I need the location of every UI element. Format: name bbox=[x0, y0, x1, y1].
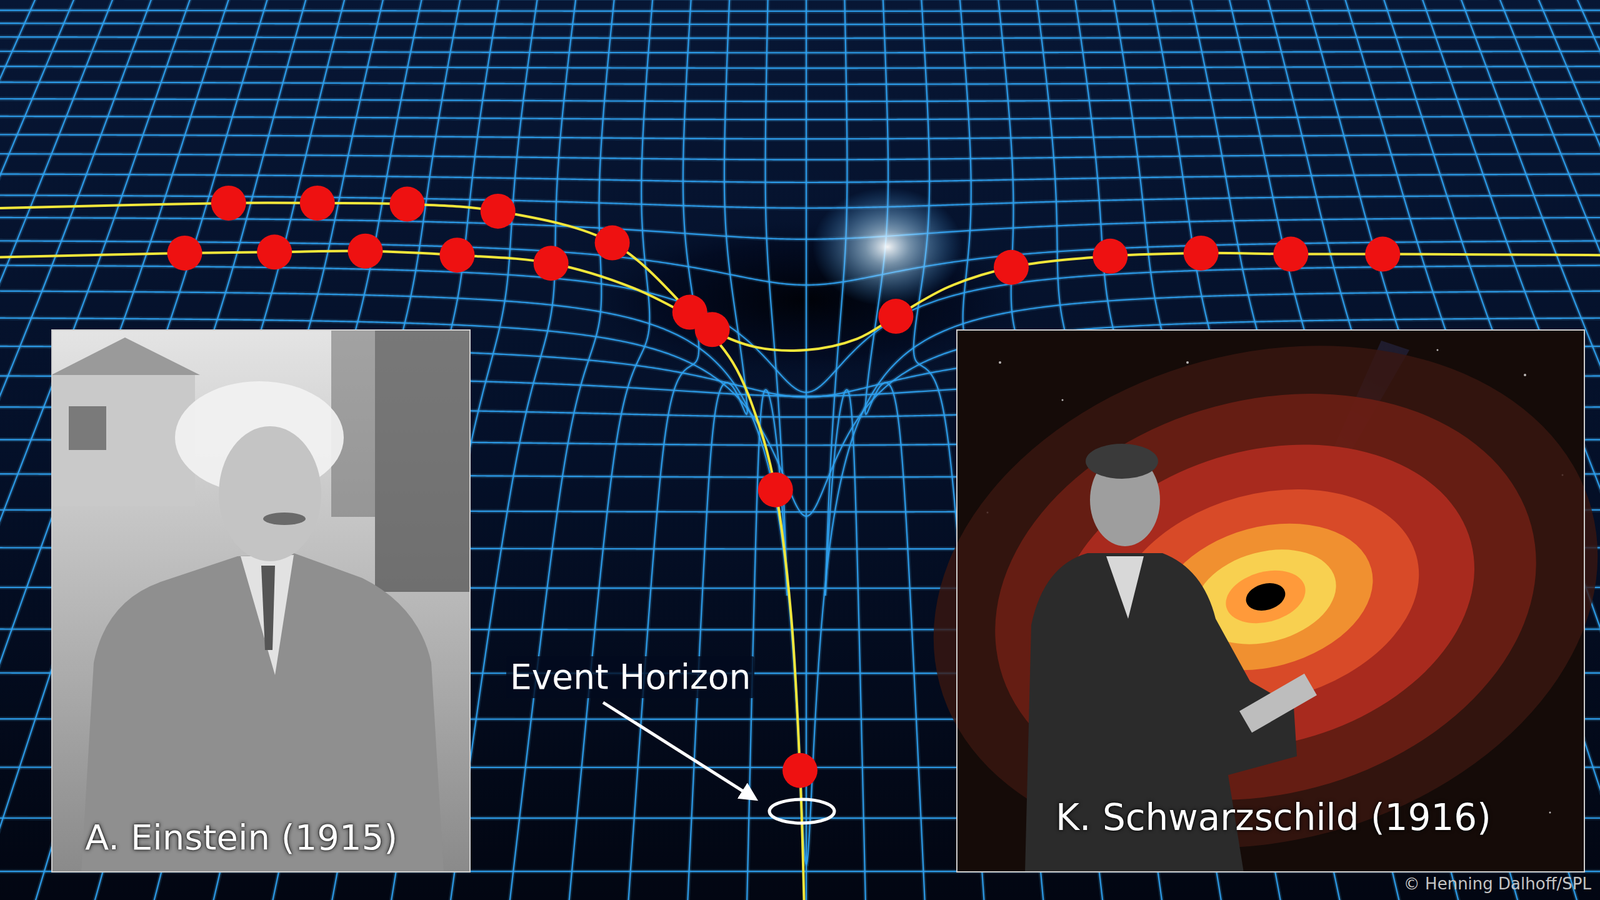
particle-dot bbox=[758, 472, 794, 508]
particle-dot bbox=[256, 234, 292, 270]
grid-line bbox=[0, 51, 1600, 53]
shirt bbox=[1106, 556, 1144, 619]
grid-line bbox=[865, 0, 927, 900]
grid-line bbox=[0, 66, 1600, 69]
grid-glow bbox=[865, 0, 927, 900]
particle-dot bbox=[347, 233, 383, 269]
grid-line bbox=[0, 240, 1600, 285]
grid-line bbox=[0, 98, 1600, 102]
grid-glow bbox=[0, 134, 1600, 139]
grid-line bbox=[0, 23, 1600, 25]
particle-dot bbox=[167, 235, 203, 271]
grid-line bbox=[0, 134, 1600, 139]
particle-dot bbox=[1365, 236, 1400, 272]
leader-arrow bbox=[603, 702, 755, 799]
grid-line bbox=[685, 0, 748, 900]
particle-dot bbox=[300, 185, 335, 221]
face bbox=[218, 426, 322, 562]
grid-line bbox=[0, 81, 1600, 84]
grid-glow bbox=[0, 66, 1600, 69]
grid-line bbox=[0, 10, 1600, 12]
shirt bbox=[240, 555, 294, 675]
particle-dot bbox=[480, 193, 516, 229]
particle-dot bbox=[211, 185, 247, 221]
grid-line bbox=[0, 0, 38, 900]
mass-glow bbox=[812, 187, 963, 307]
house bbox=[51, 375, 195, 507]
particle-dot bbox=[1183, 235, 1219, 271]
grid-glow bbox=[0, 98, 1600, 102]
particle-dot bbox=[389, 186, 425, 222]
particle-dot bbox=[595, 225, 630, 261]
particle-dot bbox=[533, 245, 569, 281]
grid-glow bbox=[0, 23, 1600, 25]
grid-glow bbox=[0, 10, 1600, 12]
particle-dot bbox=[1273, 236, 1309, 272]
grid-glow bbox=[625, 0, 699, 900]
grid-glow bbox=[0, 36, 1600, 39]
grid-line bbox=[504, 0, 615, 900]
particle-dot bbox=[695, 311, 730, 347]
mustache bbox=[263, 512, 306, 525]
grid-glow bbox=[504, 0, 615, 900]
particle-dot bbox=[993, 250, 1029, 285]
photo-panel: K. Schwarzschild (1916) bbox=[956, 329, 1585, 873]
photo-caption: A. Einstein (1915) bbox=[85, 817, 398, 858]
trajectory-line bbox=[0, 203, 805, 900]
photo-caption: K. Schwarzschild (1916) bbox=[1055, 796, 1492, 839]
suit bbox=[81, 553, 444, 873]
schwarzschild-photo bbox=[876, 274, 1600, 900]
grid-glow bbox=[0, 153, 1600, 160]
einstein-photo bbox=[51, 329, 471, 873]
watermark: © Henning Dalhoff/SPL bbox=[1400, 873, 1595, 895]
hair bbox=[1085, 443, 1159, 479]
grid-glow bbox=[0, 173, 1600, 183]
grid-line bbox=[625, 0, 699, 900]
tie bbox=[261, 565, 275, 650]
photo-panel: A. Einstein (1915) bbox=[51, 329, 471, 873]
particle-dot bbox=[1092, 238, 1128, 274]
grid-line bbox=[0, 217, 1600, 240]
callout-label: Event Horizon bbox=[506, 656, 755, 699]
grid-line bbox=[564, 0, 653, 900]
photo-ground bbox=[51, 329, 471, 873]
grid-glow bbox=[0, 116, 1600, 120]
grid-line bbox=[0, 116, 1600, 120]
particle-dot bbox=[439, 237, 475, 273]
event-horizon-ring bbox=[769, 799, 835, 824]
grid-glow bbox=[825, 0, 867, 900]
accretion-disk bbox=[876, 274, 1600, 900]
particle-dot bbox=[878, 298, 914, 334]
grid-line bbox=[825, 0, 867, 900]
house-window bbox=[68, 406, 107, 450]
house-roof bbox=[51, 337, 200, 375]
trees bbox=[375, 329, 471, 592]
particle-dot bbox=[782, 753, 818, 789]
grid-line bbox=[0, 173, 1600, 183]
grid-line bbox=[0, 36, 1600, 39]
notebook bbox=[1239, 673, 1317, 734]
grid-glow bbox=[685, 0, 748, 900]
grid-glow bbox=[0, 51, 1600, 53]
grid-line bbox=[0, 153, 1600, 160]
